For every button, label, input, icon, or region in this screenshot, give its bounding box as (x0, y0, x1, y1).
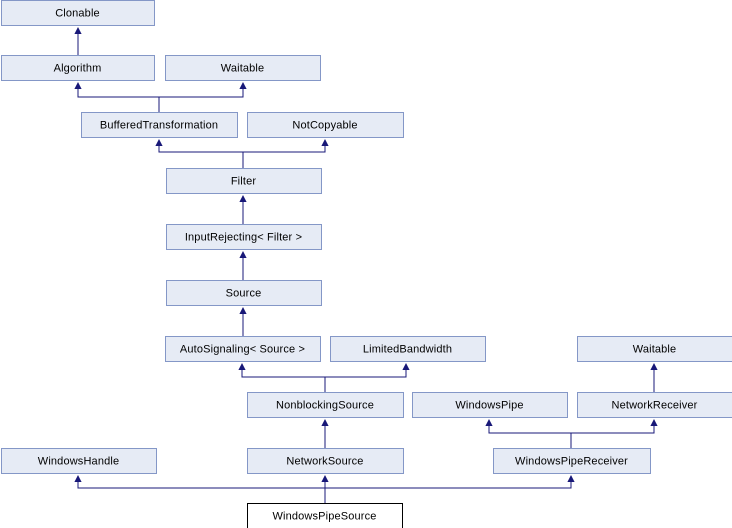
inheritance-edge-autosignaling-to-source (239, 307, 247, 336)
class-node-box[interactable] (247, 112, 404, 138)
class-node-notcopyable[interactable]: NotCopyable (247, 112, 404, 138)
inheritance-arrowhead (402, 363, 410, 370)
class-node-bufferedtransform[interactable]: BufferedTransformation (81, 112, 238, 138)
class-node-box[interactable] (1, 0, 155, 26)
inheritance-edge-windowspipereceiver-to-networkreceiver (570, 419, 658, 448)
inheritance-arrowhead (485, 419, 493, 426)
inheritance-edge-nonblockingsource-to-autosignaling (238, 363, 326, 392)
edge-connector-line (488, 425, 572, 448)
class-node-box[interactable] (165, 336, 321, 362)
inheritance-edge-windowspipesource-to-windowspipereceiver (324, 475, 575, 503)
class-node-box[interactable] (577, 392, 732, 418)
inheritance-edge-bufferedtransform-to-waitable_top (158, 82, 247, 112)
inheritance-edge-nonblockingsource-to-limitedbandwidth (324, 363, 410, 392)
class-node-box[interactable] (81, 112, 238, 138)
inheritance-arrowhead (321, 475, 329, 482)
class-node-limitedbandwidth[interactable]: LimitedBandwidth (330, 336, 486, 362)
inheritance-arrowhead (74, 82, 82, 89)
class-node-filter[interactable]: Filter (166, 168, 322, 194)
class-node-box[interactable] (1, 55, 155, 81)
class-node-windowspipe[interactable]: WindowsPipe (412, 392, 568, 418)
class-node-clonable[interactable]: Clonable (1, 0, 155, 26)
class-node-box[interactable] (166, 224, 322, 250)
class-node-windowshandle[interactable]: WindowsHandle (1, 448, 157, 474)
inheritance-arrowhead (567, 475, 575, 482)
class-node-algorithm[interactable]: Algorithm (1, 55, 155, 81)
class-node-windowspipesource[interactable]: WindowsPipeSource (247, 503, 403, 528)
class-node-nonblockingsource[interactable]: NonblockingSource (247, 392, 404, 418)
inheritance-edge-algorithm-to-clonable (74, 27, 82, 55)
inheritance-arrowhead (239, 82, 247, 89)
edges-layer (74, 27, 658, 503)
class-node-box[interactable] (247, 503, 403, 528)
inheritance-arrowhead (321, 139, 329, 146)
inheritance-arrowhead (239, 195, 247, 202)
edge-connector-line (324, 481, 572, 503)
class-node-box[interactable] (165, 55, 321, 81)
class-node-waitable_right[interactable]: Waitable (577, 336, 732, 362)
edge-connector-line (77, 481, 326, 503)
inheritance-arrowhead (321, 419, 329, 426)
class-node-box[interactable] (247, 448, 404, 474)
class-node-box[interactable] (330, 336, 486, 362)
inheritance-edge-windowspipesource-to-windowshandle (74, 475, 326, 503)
inheritance-edge-bufferedtransform-to-algorithm (74, 82, 160, 112)
class-node-networksource[interactable]: NetworkSource (247, 448, 404, 474)
class-node-inputrejecting[interactable]: InputRejecting< Filter > (166, 224, 322, 250)
inheritance-arrowhead (239, 251, 247, 258)
inheritance-arrowhead (239, 307, 247, 314)
edge-connector-line (241, 369, 326, 392)
edge-connector-line (77, 88, 160, 112)
inheritance-arrowhead (238, 363, 246, 370)
class-node-networkreceiver[interactable]: NetworkReceiver (577, 392, 732, 418)
inheritance-edge-networkreceiver-to-waitable_right (650, 363, 658, 392)
inheritance-arrowhead (650, 363, 658, 370)
inheritance-arrowhead (650, 419, 658, 426)
class-node-box[interactable] (166, 168, 322, 194)
edge-connector-line (324, 369, 407, 392)
edge-connector-line (158, 88, 244, 112)
inheritance-arrowhead (74, 475, 82, 482)
inheritance-edge-networksource-to-nonblockingsource (321, 419, 329, 448)
edge-connector-line (242, 145, 326, 168)
inheritance-edge-windowspipereceiver-to-windowspipe (485, 419, 572, 448)
class-node-autosignaling[interactable]: AutoSignaling< Source > (165, 336, 321, 362)
inheritance-edge-filter-to-bufferedtransform (155, 139, 244, 168)
edge-connector-line (570, 425, 655, 448)
inheritance-edge-inputrejecting-to-filter (239, 195, 247, 224)
class-node-box[interactable] (247, 392, 404, 418)
class-node-waitable_top[interactable]: Waitable (165, 55, 321, 81)
inheritance-arrowhead (74, 27, 82, 34)
class-node-box[interactable] (166, 280, 322, 306)
class-node-windowspipereceiver[interactable]: WindowsPipeReceiver (493, 448, 651, 474)
inheritance-arrowhead (155, 139, 163, 146)
inheritance-edge-filter-to-notcopyable (242, 139, 329, 168)
class-node-box[interactable] (1, 448, 157, 474)
class-node-box[interactable] (412, 392, 568, 418)
class-node-box[interactable] (577, 336, 732, 362)
inheritance-edge-source-to-inputrejecting (239, 251, 247, 280)
class-node-box[interactable] (493, 448, 651, 474)
class-node-source[interactable]: Source (166, 280, 322, 306)
edge-connector-line (158, 145, 244, 168)
